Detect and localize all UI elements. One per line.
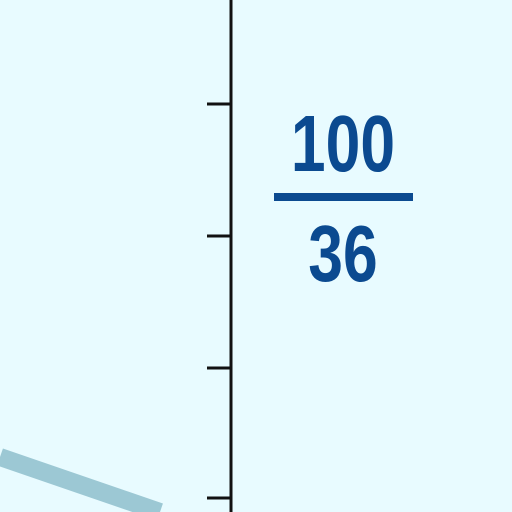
lower-altitude-label: 36	[308, 209, 378, 298]
altitude-divider	[274, 193, 413, 201]
road-line	[0, 448, 163, 512]
upper-altitude-label: 100	[290, 99, 396, 188]
